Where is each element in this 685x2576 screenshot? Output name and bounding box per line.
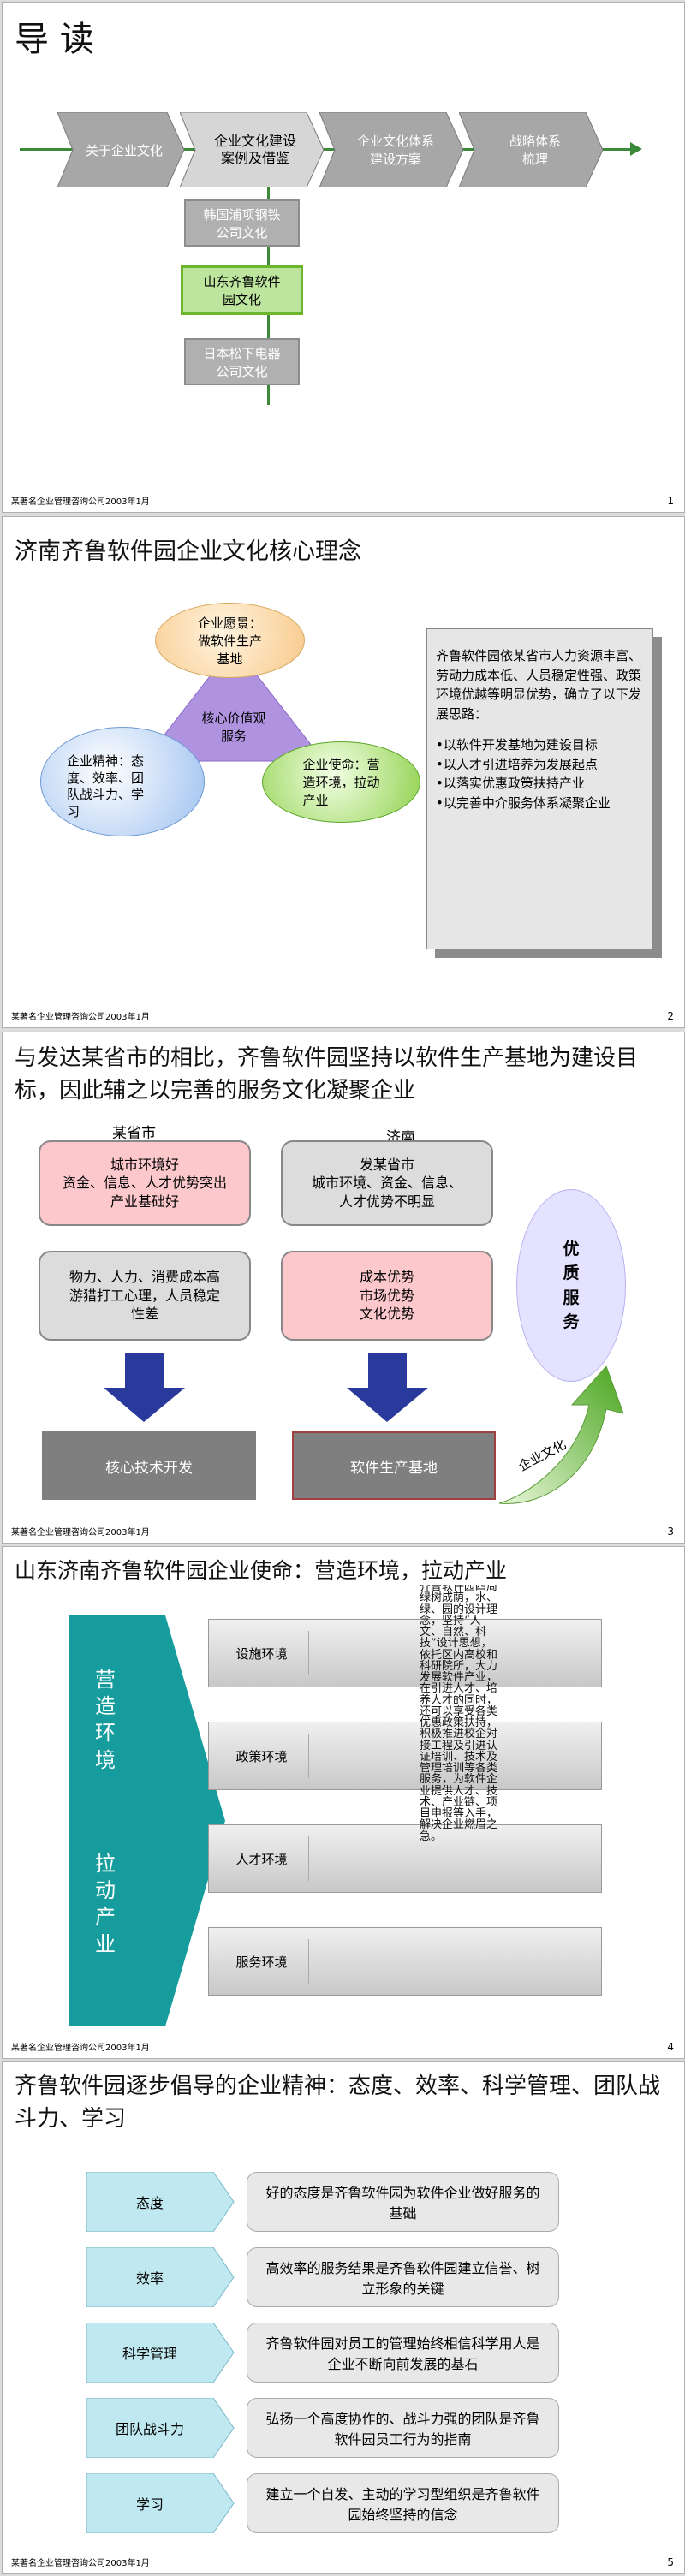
slide-title: 济南齐鲁软件园企业文化核心理念 bbox=[15, 538, 361, 565]
env-row-3 bbox=[208, 1824, 602, 1893]
page-number: 3 bbox=[667, 1526, 674, 1538]
left-top-box: 城市环境好 资金、信息、人才优势突出 产业基础好 bbox=[39, 1140, 251, 1226]
page-number: 1 bbox=[667, 495, 674, 507]
page-number: 4 bbox=[667, 2041, 674, 2053]
service-text: 优 质 服 务 bbox=[563, 1239, 580, 1332]
core-tech-box: 核心技术开发 bbox=[42, 1431, 256, 1500]
spirit-label-2: 效率 bbox=[135, 2270, 164, 2287]
slide-title: 山东济南齐鲁软件园企业使命：营造环境，拉动产业 bbox=[15, 1554, 508, 1585]
step-chevron-4[interactable] bbox=[459, 112, 605, 187]
spirit-text-1: 好的态度是齐鲁软件园为软件企业做好服务的基础 bbox=[247, 2172, 559, 2232]
step-chevron-2[interactable] bbox=[180, 112, 325, 187]
env-row-label-1: 设施环境 bbox=[215, 1631, 309, 1675]
env-row-label-3: 人才环境 bbox=[215, 1836, 309, 1881]
core-values-label: 核心价值观 服务 bbox=[201, 711, 266, 744]
case-connector-line bbox=[267, 114, 270, 405]
slide-title: 齐鲁软件园逐步倡导的企业精神：态度、效率、科学管理、团队战斗力、学习 bbox=[15, 2073, 661, 2132]
spirit-label-5: 学习 bbox=[135, 2496, 164, 2513]
step-label-2: 企业文化建设 案例及借鉴 bbox=[213, 133, 296, 166]
development-text-box: 齐鲁软件园依某省市人力资源丰富、劳动力成本低、人员稳定性强、政策环境优越等明显优… bbox=[426, 628, 653, 949]
mission-label-environment: 营造环境 bbox=[95, 1668, 116, 1772]
slide-3: 与发达某省市的相比，齐鲁软件园坚持以软件生产基地为建设目标，因此辅之以完善的服务… bbox=[2, 1032, 685, 1544]
env-row-label-4: 服务环境 bbox=[215, 1939, 309, 1984]
overflow-text: 齐鲁软件园四周绿树成荫，水、绿、园的设计理念，坚持“人文、自然、科技”设计思想，… bbox=[420, 1581, 498, 1843]
spirit-text-5: 建立一个自发、主动的学习型组织是齐鲁软件园始终坚持的信念 bbox=[247, 2473, 559, 2533]
spirit-text-4: 弘扬一个高度协作的、战斗力强的团队是齐鲁软件园员工行为的指南 bbox=[247, 2398, 559, 2458]
right-mid-box: 成本优势 市场优势 文化优势 bbox=[281, 1251, 493, 1341]
footer: 某著名企业管理咨询公司2003年1月 bbox=[11, 1013, 150, 1022]
service-ellipse: 优 质 服 务 bbox=[516, 1189, 626, 1382]
vision-ellipse[interactable]: 企业愿景： 做软件生产 基地 bbox=[155, 603, 305, 678]
spirit-label-1: 态度 bbox=[135, 2195, 164, 2211]
development-bullet: •以人才引进培养为发展起点 bbox=[436, 756, 598, 772]
case-box-1[interactable]: 韩国浦项钢铁 公司文化 bbox=[184, 199, 300, 247]
left-column-label: 某省市 bbox=[112, 1125, 156, 1142]
page-number: 5 bbox=[667, 2556, 674, 2568]
right-top-box: 发某省市 城市环境、资金、信息、 人才优势不明显 bbox=[281, 1140, 493, 1226]
footer: 某著名企业管理咨询公司2003年1月 bbox=[11, 2044, 150, 2053]
slide-4: 山东济南齐鲁软件园企业使命：营造环境，拉动产业 营造环境 拉动产业 设施环境 政… bbox=[2, 1546, 685, 2059]
spirit-chevron-1 bbox=[86, 2172, 235, 2232]
mission-arrow-shape bbox=[69, 1615, 225, 2026]
step-label-3: 企业文化体系 建设方案 bbox=[356, 134, 434, 167]
development-bullet: •以软件开发基地为建设目标 bbox=[436, 737, 598, 753]
footer: 某著名企业管理咨询公司2003年1月 bbox=[11, 2559, 150, 2568]
mission-text: 企业使命：营 造环境，拉动 产业 bbox=[302, 757, 380, 808]
spirit-chevron-5 bbox=[86, 2473, 235, 2533]
slide-title: 与发达某省市的相比，齐鲁软件园坚持以软件生产基地为建设目标，因此辅之以完善的服务… bbox=[15, 1045, 639, 1104]
case-box-3[interactable]: 日本松下电器 公司文化 bbox=[184, 338, 300, 385]
slide-2: 济南齐鲁软件园企业文化核心理念 核心价值观 服务 企业愿景： 做软件生产 基地 … bbox=[2, 516, 685, 1028]
step-label-1: 关于企业文化 bbox=[85, 142, 163, 158]
down-arrow-right-icon bbox=[347, 1353, 428, 1422]
env-row-2 bbox=[208, 1722, 602, 1790]
software-base-box: 软件生产基地 bbox=[292, 1431, 496, 1500]
spirit-ellipse[interactable]: 企业精神：态 度、效率、团 队战斗力、学 习 bbox=[40, 727, 205, 836]
spirit-chevron-4 bbox=[86, 2398, 235, 2458]
env-row-4 bbox=[208, 1927, 602, 1996]
development-intro: 齐鲁软件园依某省市人力资源丰富、劳动力成本低、人员稳定性强、政策环境优越等明显优… bbox=[436, 648, 642, 722]
spirit-chevron-3 bbox=[86, 2323, 235, 2383]
spirit-label-3: 科学管理 bbox=[122, 2346, 177, 2362]
step-chevron-3[interactable] bbox=[319, 112, 465, 187]
slide-1: 导 读 关于企业文化 企业文化建设 案例及借鉴 企业文化体系 建设方案 战略体系… bbox=[2, 2, 685, 513]
slide-title: 导 读 bbox=[15, 20, 94, 59]
development-bullet: •以落实优惠政策扶持产业 bbox=[436, 776, 585, 791]
env-row-1 bbox=[208, 1619, 602, 1687]
spirit-text-2: 高效率的服务结果是齐鲁软件园建立信誉、树立形象的关键 bbox=[247, 2247, 559, 2307]
mission-ellipse[interactable]: 企业使命：营 造环境，拉动 产业 bbox=[262, 741, 420, 823]
spirit-text-3: 齐鲁软件园对员工的管理始终相信科学用人是企业不断向前发展的基石 bbox=[247, 2323, 559, 2383]
step-label-4: 战略体系 梳理 bbox=[509, 134, 561, 167]
vision-text: 企业愿景： 做软件生产 基地 bbox=[197, 615, 262, 667]
step-chevron-1[interactable] bbox=[57, 112, 186, 187]
timeline-line bbox=[20, 148, 632, 151]
left-mid-box: 物力、人力、消费成本高 游猎打工心理，人员稳定 性差 bbox=[39, 1251, 251, 1341]
env-row-label-2: 政策环境 bbox=[215, 1734, 309, 1778]
down-arrow-left-icon bbox=[104, 1353, 185, 1422]
footer: 某著名企业管理咨询公司2003年1月 bbox=[11, 497, 150, 507]
footer: 某著名企业管理咨询公司2003年1月 bbox=[11, 1528, 150, 1538]
timeline-arrowhead-icon bbox=[630, 142, 642, 156]
spirit-label-4: 团队战斗力 bbox=[115, 2421, 184, 2437]
spirit-chevron-2 bbox=[86, 2247, 235, 2307]
culture-curved-arrow-icon bbox=[498, 1366, 623, 1504]
mission-label-industry: 拉动产业 bbox=[95, 1852, 116, 1956]
development-bullet: •以完善中介服务体系凝聚企业 bbox=[436, 794, 611, 811]
page-number: 2 bbox=[667, 1010, 674, 1022]
slide-5: 齐鲁软件园逐步倡导的企业精神：态度、效率、科学管理、团队战斗力、学习 态度 好的… bbox=[2, 2061, 685, 2574]
values-triangle bbox=[142, 645, 325, 762]
spirit-text: 企业精神：态 度、效率、团 队战斗力、学 习 bbox=[67, 753, 145, 819]
case-box-2[interactable]: 山东齐鲁软件 园文化 bbox=[181, 265, 303, 315]
